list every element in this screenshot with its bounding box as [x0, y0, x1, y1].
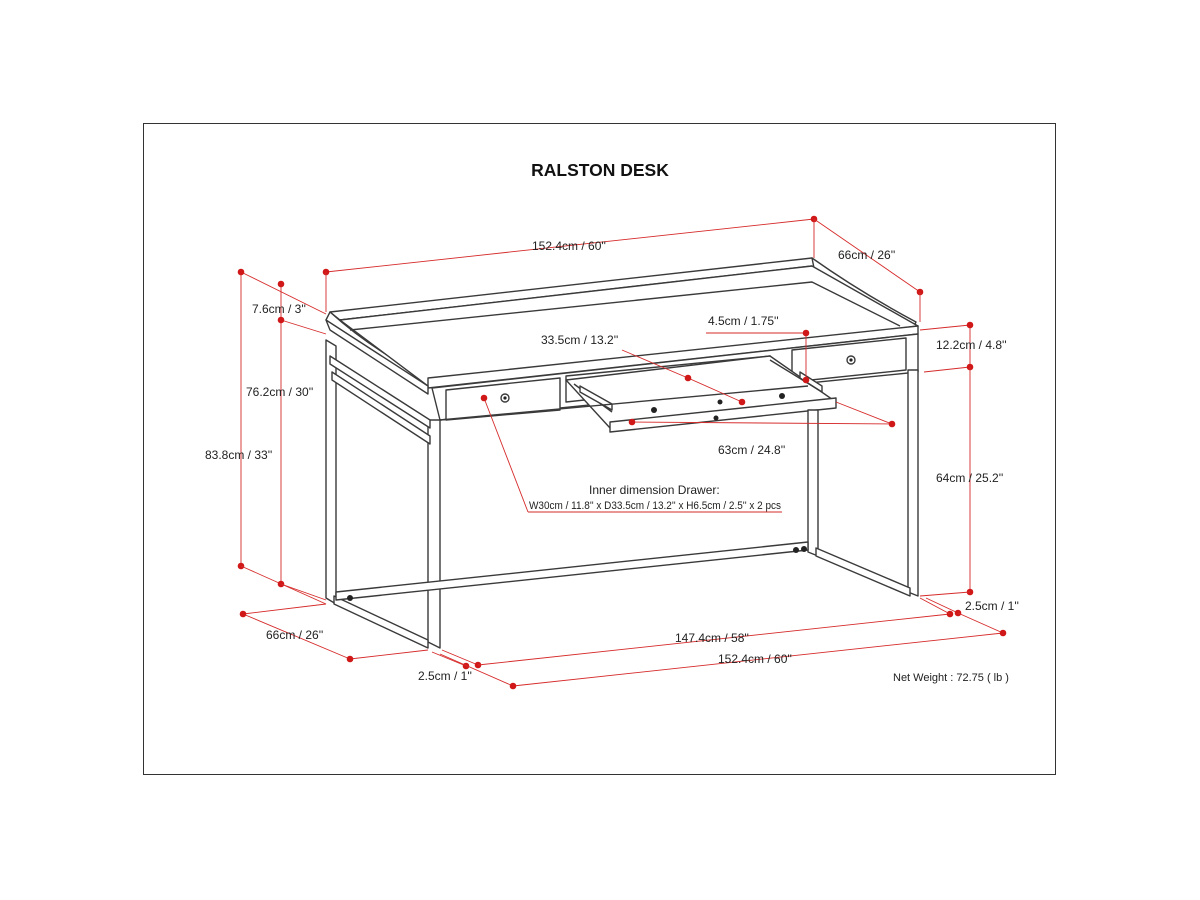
label-gallery-height: 7.6cm / 3'' — [252, 302, 306, 316]
label-base-width: 152.4cm / 60'' — [718, 652, 792, 666]
label-base-depth: 66cm / 26'' — [266, 628, 323, 642]
label-leg-width-left: 2.5cm / 1'' — [418, 669, 472, 683]
label-tray-width: 63cm / 24.8'' — [718, 443, 785, 457]
label-drawer-slide-depth: 33.5cm / 13.2'' — [541, 333, 618, 347]
label-top-width: 152.4cm / 60'' — [532, 239, 606, 253]
label-inner-width: 147.4cm / 58'' — [675, 631, 749, 645]
dimension-lines — [237, 215, 1007, 690]
label-desk-height: 76.2cm / 30'' — [246, 385, 313, 399]
diagram-frame — [143, 123, 1056, 775]
net-weight: Net Weight : 72.75 ( lb ) — [893, 672, 1009, 684]
label-leg-clearance: 64cm / 25.2'' — [936, 471, 1003, 485]
label-apron-height: 12.2cm / 4.8'' — [936, 338, 1007, 352]
drawer-note-title: Inner dimension Drawer: — [589, 483, 720, 497]
product-title: RALSTON DESK — [531, 160, 669, 180]
drawer-note-dimensions: W30cm / 11.8'' x D33.5cm / 13.2'' x H6.5… — [529, 500, 781, 512]
label-overall-height: 83.8cm / 33'' — [205, 448, 272, 462]
dimension-labels: 152.4cm / 60'' 66cm / 26'' 7.6cm / 3'' 3… — [205, 239, 1019, 684]
desk-illustration — [325, 257, 919, 649]
label-leg-width-right: 2.5cm / 1'' — [965, 599, 1019, 613]
label-keyboard-tray-height: 4.5cm / 1.75'' — [708, 314, 779, 328]
label-top-depth: 66cm / 26'' — [838, 248, 895, 262]
